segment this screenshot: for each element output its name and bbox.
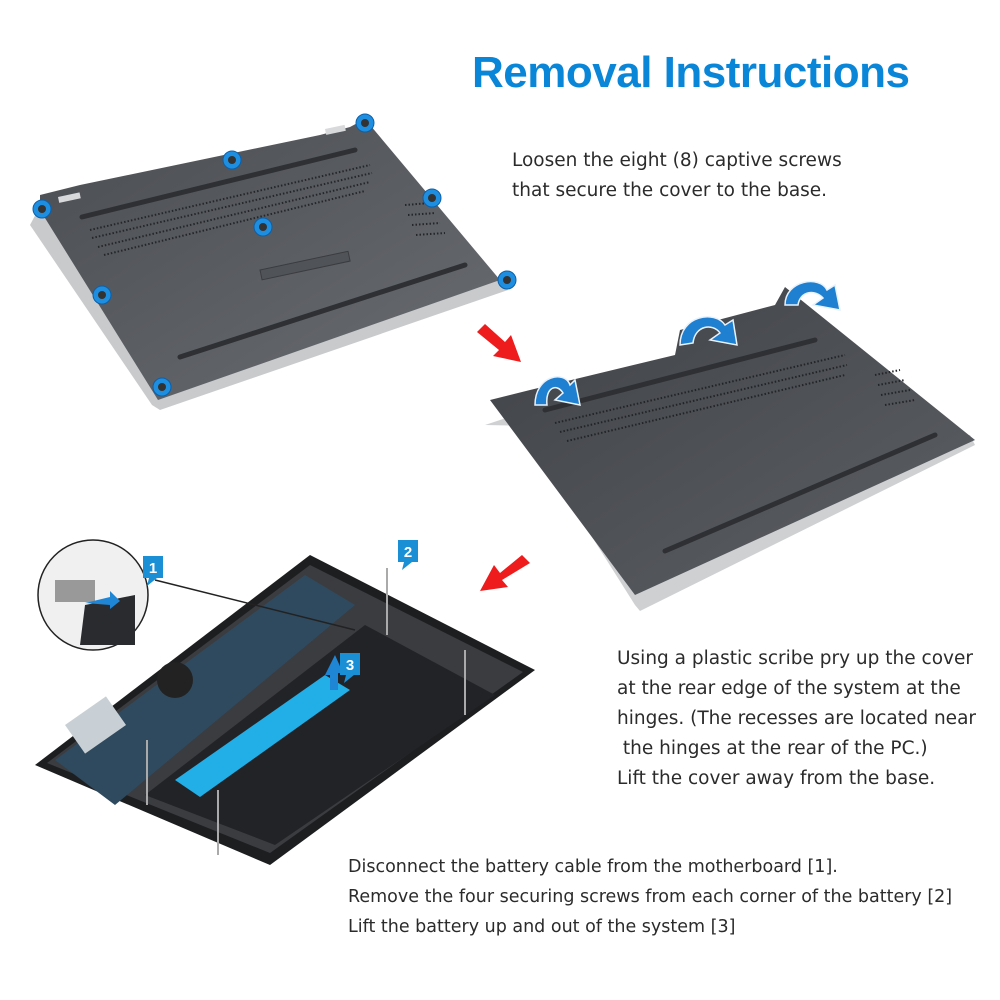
step-3-text: Disconnect the battery cable from the mo… (348, 852, 952, 942)
step-1-line: Loosen the eight (8) captive screws (512, 150, 842, 171)
step-1-text: Loosen the eight (8) captive screws that… (512, 146, 842, 206)
step-3-line: Remove the four securing screws from eac… (348, 887, 953, 907)
step-2-line: Lift the cover away from the base. (617, 768, 936, 789)
svg-text:3: 3 (346, 657, 354, 674)
callout-2-badge: 2 (398, 540, 420, 570)
step-1-line: that secure the cover to the base. (512, 180, 828, 201)
callout-1-badge: 1 (143, 556, 165, 586)
step-2-line: Using a plastic scribe pry up the cover (617, 648, 973, 669)
step-2-text: Using a plastic scribe pry up the cover … (617, 644, 976, 794)
laptop-cover-pry-arrows-icon (475, 275, 980, 615)
arrow-down-right-icon (475, 320, 525, 365)
step-2-line: the hinges at the rear of the PC.) (617, 738, 928, 759)
callout-3-badge: 3 (340, 653, 362, 683)
step-2-line: hinges. (The recesses are located near (617, 708, 977, 729)
step-3-line: Lift the battery up and out of the syste… (348, 917, 736, 937)
arrow-down-left-icon (478, 553, 533, 595)
step-2-line: at the rear edge of the system at the (617, 678, 961, 699)
step-3-line: Disconnect the battery cable from the mo… (348, 857, 838, 877)
svg-text:2: 2 (404, 544, 412, 561)
page-title: Removal Instructions (472, 48, 910, 97)
laptop-bottom-cover-with-8-screws-icon (20, 105, 530, 415)
svg-text:1: 1 (149, 560, 157, 577)
laptop-battery-removal-icon (25, 535, 545, 875)
